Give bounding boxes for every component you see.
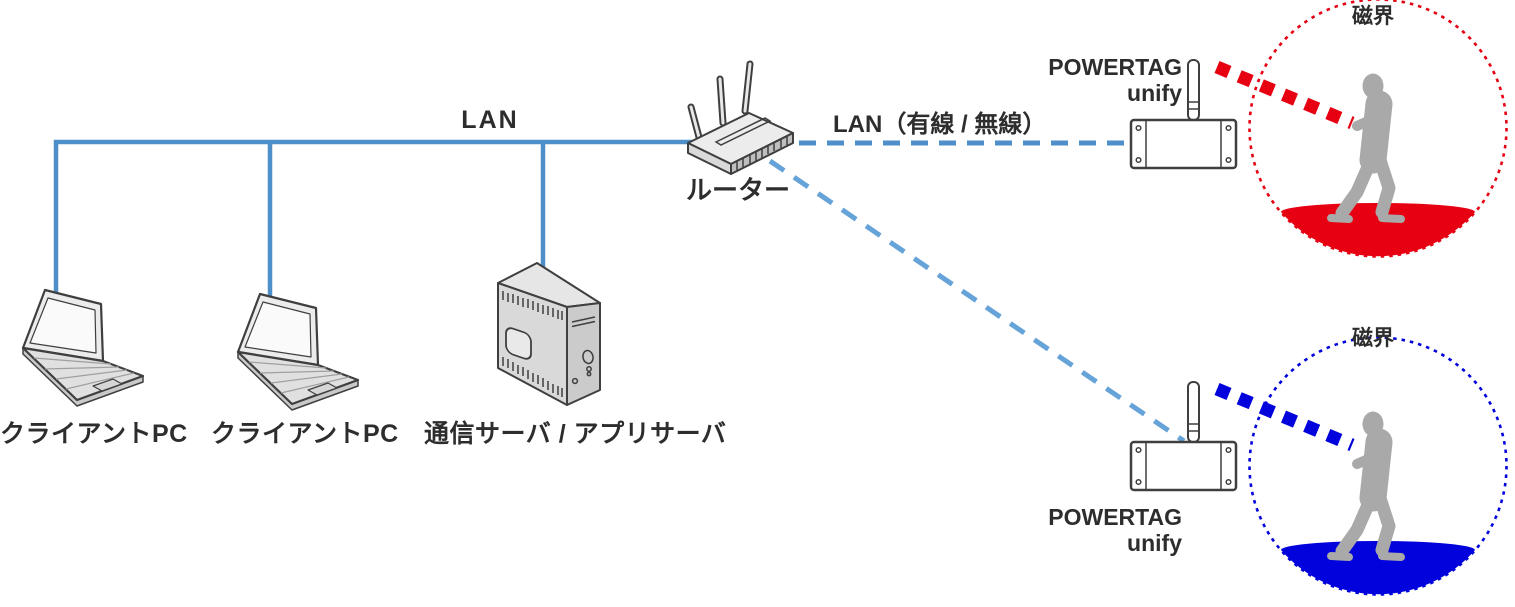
field-dotted-circle-icon [1248,336,1508,596]
rf-beam-red [1214,60,1355,130]
router-icon [687,60,794,175]
client-pc-1-label: クライアントPC [0,420,188,448]
client-pc-2-label: クライアントPC [211,420,399,448]
rf-beam-blue [1214,382,1355,452]
magnetic-field-2 [1248,336,1508,596]
powertag-1-label: POWERTAG unify [1000,54,1182,107]
magnetic-field-1 [1248,0,1508,258]
laptop-icon-2 [236,292,360,411]
powertag-1-model: unify [1127,79,1182,106]
field-dotted-circle-icon [1248,0,1508,258]
lan-label: LAN [461,106,519,134]
field-1-label: 磁界 [1352,5,1394,28]
server-label: 通信サーバ / アプリサーバ [424,420,727,448]
server-icon [497,262,601,406]
powertag-2-model: unify [1127,529,1182,556]
person-icon [1327,411,1405,561]
powertag-device-1 [1129,59,1238,170]
powertag-device-2 [1129,381,1238,492]
person-icon [1327,73,1405,223]
wan-label: LAN（有線 / 無線） [833,111,1047,138]
router-label: ルーター [685,175,790,205]
powertag-2-label: POWERTAG unify [1000,504,1182,557]
powertag-1-name: POWERTAG [1048,54,1182,80]
powertag-2-name: POWERTAG [1048,504,1182,530]
laptop-icon-1 [21,288,145,407]
field-2-label: 磁界 [1352,327,1394,350]
wireless-dashed-line [768,158,1186,444]
